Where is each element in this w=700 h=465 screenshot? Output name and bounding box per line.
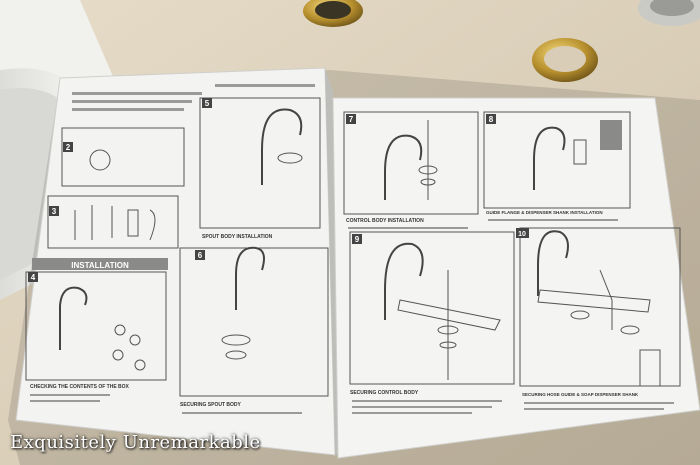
watermark: Exquisitely Unremarkable	[10, 432, 261, 453]
step-number-7: 7	[349, 115, 354, 124]
step-number-2: 2	[66, 143, 71, 152]
left-panel-2	[61, 127, 185, 187]
step-number-4: 4	[31, 273, 36, 282]
step-number-5: 5	[205, 99, 210, 108]
parts-sketch-left	[74, 149, 303, 371]
caption-guide-flange: GUIDE FLANGE & DISPENSER SHANK INSTALLAT…	[486, 210, 603, 215]
right-panel-8	[483, 111, 631, 209]
left-panel-5	[199, 97, 321, 229]
brass-ring-top	[303, 0, 363, 27]
faucet-sketch-left	[59, 108, 303, 350]
parts-sketch-right	[397, 120, 661, 387]
installation-header: INSTALLATION	[71, 261, 129, 270]
caption-checking-contents: CHECKING THE CONTENTS OF THE BOX	[30, 384, 130, 390]
left-panel-3	[47, 195, 179, 249]
manual-left-page: INSTALLATION 2 3 4 5 6	[15, 67, 336, 456]
right-panel-7	[343, 111, 479, 215]
right-panel-9	[349, 231, 515, 385]
installation-header-bar	[32, 258, 168, 270]
caption-securing-control-body: SECURING CONTROL BODY	[350, 390, 419, 396]
step-number-8: 8	[489, 115, 494, 124]
left-step-numbers: 2 3 4 5 6	[28, 98, 212, 282]
right-step-numbers: 7 8 9 10	[346, 114, 529, 244]
step-number-6: 6	[198, 251, 203, 260]
step-number-3: 3	[52, 207, 57, 216]
brass-ring-right	[532, 38, 598, 82]
right-panel-10	[519, 227, 681, 387]
step-number-9: 9	[355, 235, 360, 244]
caption-securing-hose-guide: SECURING HOSE GUIDE & SOAP DISPENSER SHA…	[522, 392, 639, 397]
caption-spout-installation: SPOUT BODY INSTALLATION	[202, 234, 273, 240]
manual-right-page: 7 8 9 10	[332, 97, 700, 459]
caption-control-body-installation: CONTROL BODY INSTALLATION	[346, 218, 424, 224]
caption-securing-spout: SECURING SPOUT BODY	[180, 402, 242, 408]
left-panel-4	[25, 271, 167, 381]
faucet-base-corner	[638, 0, 700, 26]
step-number-10: 10	[518, 231, 526, 238]
faucet-sketch-right	[384, 126, 569, 320]
